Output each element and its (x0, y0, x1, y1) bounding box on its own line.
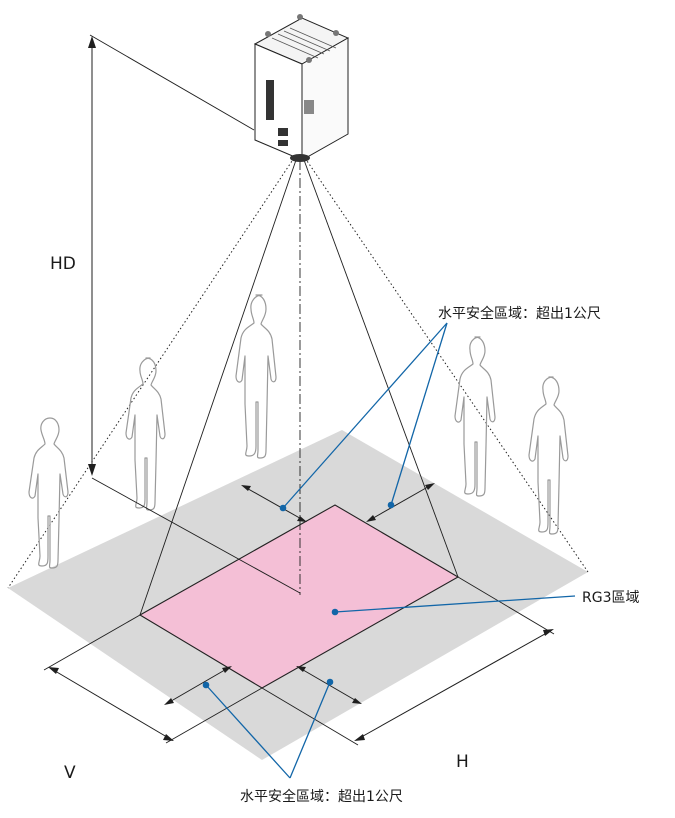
safety-zone-label-bottom: 水平安全區域：超出1公尺 (240, 788, 403, 805)
rg3-zone-label: RG3區域 (582, 590, 639, 606)
hd-dimension (88, 34, 255, 476)
person-figure-icon (28, 294, 569, 569)
hd-label: HD (50, 254, 76, 274)
projection-cone-lines (139, 159, 459, 616)
h-dimension (261, 576, 555, 746)
safety-zone-label-top: 水平安全區域：超出1公尺 (438, 305, 601, 322)
leader-lines (202, 322, 576, 779)
floor-axis-line (91, 477, 301, 594)
v-label: V (64, 763, 76, 783)
v-dimension (43, 614, 263, 744)
h-label: H (456, 752, 469, 772)
projector-icon (253, 14, 350, 162)
top-safety-arrows (241, 483, 435, 522)
